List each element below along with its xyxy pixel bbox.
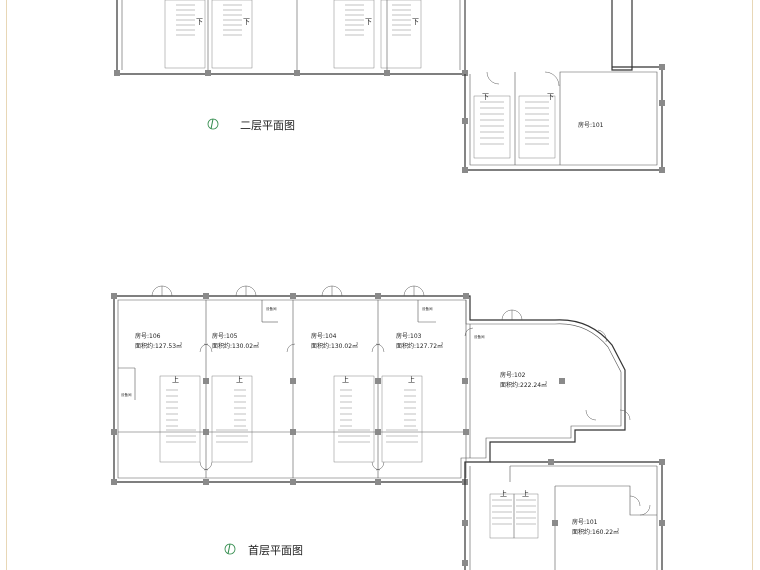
room-105-area: 面积约:130.02㎡	[212, 342, 259, 350]
second-floor-annex-columns	[462, 64, 665, 173]
equipment-room-label: 设备间	[422, 306, 433, 311]
ground-floor-annex-stairs	[489, 493, 539, 539]
second-floor-plan: 下 下 下 下 下 下	[114, 0, 665, 173]
second-floor-main-wall	[116, 0, 466, 75]
room-101-number: 房号:101	[572, 518, 598, 526]
second-floor-columns	[114, 70, 468, 76]
ground-floor-partitions	[118, 300, 471, 478]
door-swing	[629, 495, 651, 516]
stair-down-label: 下	[196, 18, 203, 26]
stair-up-label: 上	[172, 375, 179, 384]
stair-up-label: 上	[236, 375, 243, 384]
door-swing	[486, 71, 500, 85]
ground-floor-title: 首层平面图	[248, 543, 303, 557]
room-103-number: 房号:103	[396, 332, 422, 340]
second-floor-right-wall	[611, 0, 633, 71]
north-compass-icon	[207, 118, 219, 130]
page-border-right	[752, 0, 753, 570]
room-101-label: 房号:101	[578, 121, 604, 129]
second-floor-annex-wall	[464, 66, 663, 171]
room-105-number: 房号:105	[212, 332, 238, 340]
room-101-area: 面积约:160.22㎡	[572, 528, 619, 536]
room-102-number: 房号:102	[500, 371, 526, 379]
stair-up-label: 上	[500, 489, 507, 498]
stair-down-label: 下	[243, 18, 250, 26]
equipment-room-label: 设备间	[474, 334, 485, 339]
second-floor-title: 二层平面图	[240, 119, 295, 132]
equipment-room-label: 设备间	[121, 392, 132, 397]
ground-floor-plan: 上 上 上 上 设备间 设备间	[111, 285, 665, 570]
ground-floor-annex-wall	[464, 461, 663, 570]
stair-up-label: 上	[342, 375, 349, 384]
ground-floor-columns	[111, 293, 565, 485]
ground-floor-doors	[151, 285, 631, 471]
north-compass-icon	[224, 543, 236, 555]
page-border-left	[6, 0, 7, 570]
room-106-area: 面积约:127.53㎡	[135, 342, 182, 350]
second-floor-stairs	[164, 0, 422, 69]
stair-down-label: 下	[412, 18, 419, 26]
room-106-number: 房号:106	[135, 332, 161, 340]
door-swing	[544, 71, 560, 87]
stair-up-label: 上	[408, 375, 415, 384]
stair-down-label: 下	[482, 93, 489, 101]
equipment-room-label: 设备间	[266, 306, 277, 311]
ground-floor-stairs	[159, 375, 423, 463]
room-104-area: 面积约:130.02㎡	[311, 342, 358, 350]
stair-up-label: 上	[522, 489, 529, 498]
ground-floor-inner-wall	[117, 299, 622, 479]
second-floor-annex-inner	[469, 71, 658, 166]
stair-down-label: 下	[365, 18, 372, 26]
ground-floor-annex-inner	[469, 465, 658, 570]
room-103-area: 面积约:127.72㎡	[396, 342, 443, 350]
ground-floor-annex-columns	[462, 459, 665, 566]
room-104-number: 房号:104	[311, 332, 337, 340]
second-floor-annex-stairs	[473, 95, 556, 159]
second-floor-partitions	[121, 0, 466, 74]
stair-down-label: 下	[547, 93, 554, 101]
room-102-area: 面积约:222.24㎡	[500, 381, 547, 389]
